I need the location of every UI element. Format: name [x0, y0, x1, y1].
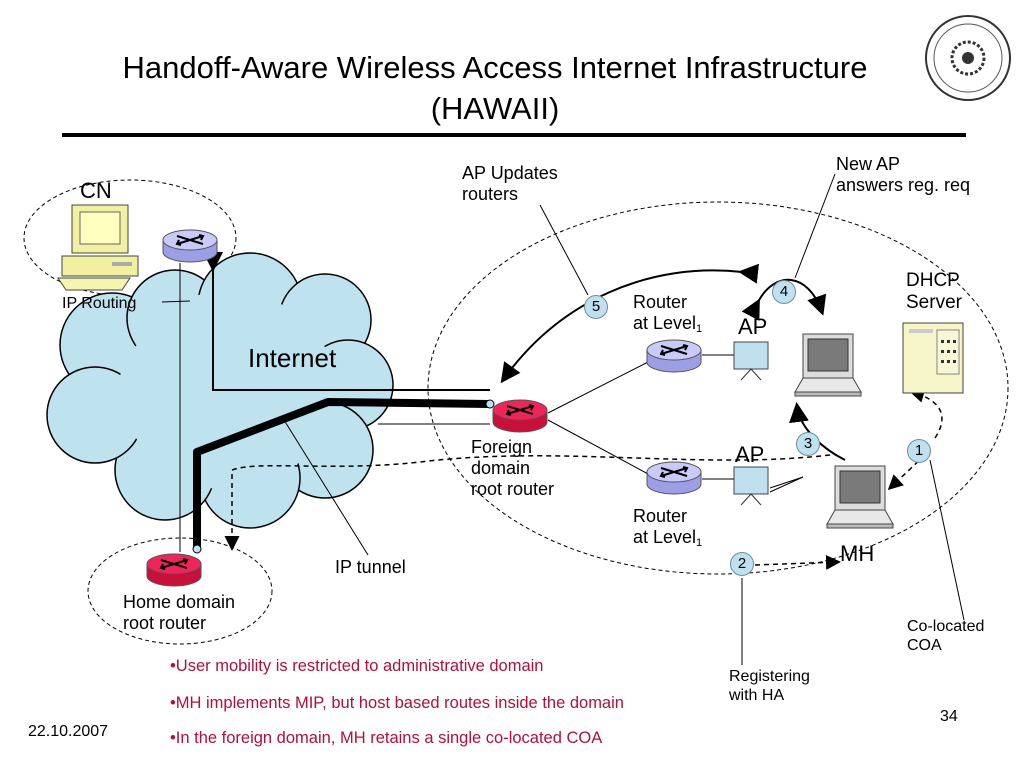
step-4-marker: 4 — [772, 280, 796, 304]
step-3-marker: 3 — [796, 432, 820, 456]
ap-upper-icon — [733, 341, 769, 381]
colocated-coa-callout: Co-located COA — [907, 618, 985, 654]
mh-laptop-icon — [826, 465, 894, 529]
level1-router-lower-icon — [646, 461, 702, 495]
home-router-label: Home domain root router — [123, 592, 236, 634]
ip-routing-label: IP Routing — [62, 295, 137, 312]
ap-lower-icon — [733, 466, 769, 506]
mh-label: MH — [840, 541, 875, 566]
ap-update-arrow — [500, 263, 759, 384]
university-seal — [925, 15, 1011, 101]
new-ap-callout: New AP answers reg. req — [836, 154, 971, 196]
internet-cloud — [46, 252, 394, 529]
cn-domain-boundary — [23, 179, 237, 297]
mh-to-dhcp-arrow — [909, 388, 943, 439]
router-level1-upper-label: Router at Level1 — [633, 292, 703, 336]
step-1-marker: 1 — [907, 439, 931, 463]
dhcp-server-label: DHCP Server — [906, 270, 962, 314]
page-number: 34 — [940, 708, 958, 725]
foreign-root-router-icon — [492, 399, 548, 433]
slide-title-line2: (HAWAII) — [430, 91, 560, 126]
registering-callout: Registering with HA — [729, 668, 810, 704]
dhcp-to-mh-arrow — [887, 454, 926, 491]
ap-updates-callout: AP Updates routers — [462, 163, 558, 205]
ip-tunnel-label: IP tunnel — [335, 557, 406, 577]
bullet-3: •In the foreign domain, MH retains a sin… — [170, 729, 603, 747]
bullet-2: •MH implements MIP, but host based route… — [170, 694, 624, 712]
cn-label: CN — [80, 178, 112, 203]
title-underline — [62, 133, 966, 137]
internet-label: Internet — [248, 343, 337, 373]
step-5-marker: 5 — [584, 295, 608, 319]
router-level1-lower-label: Router at Level1 — [633, 506, 703, 550]
mh-registration-arrow — [754, 554, 841, 570]
ip-tunnel — [193, 398, 491, 548]
foreign-domain-boundary — [427, 201, 1009, 575]
step-2-marker: 2 — [730, 552, 754, 576]
new-ap-reg-arrow — [741, 278, 827, 321]
dhcp-server-icon — [902, 322, 964, 394]
footer-date: 22.10.2007 — [28, 723, 109, 740]
home-domain-boundary — [87, 537, 273, 645]
ap-lower-label: AP — [735, 442, 765, 467]
foreign-root-router-label: Foreign domain root router — [471, 437, 555, 500]
level1-router-upper-icon — [646, 339, 702, 373]
ap-upper-label: AP — [738, 314, 768, 339]
new-position-laptop-icon — [794, 333, 862, 397]
home-domain-router-icon — [146, 553, 202, 587]
cn-router-icon — [162, 229, 218, 263]
ip-routing-path — [203, 252, 490, 391]
bullet-1: •User mobility is restricted to administ… — [170, 657, 544, 675]
cn-computer-icon — [57, 204, 139, 291]
slide-title-line1: Handoff-Aware Wireless Access Internet I… — [122, 50, 868, 85]
registration-dashed-path — [224, 454, 831, 551]
